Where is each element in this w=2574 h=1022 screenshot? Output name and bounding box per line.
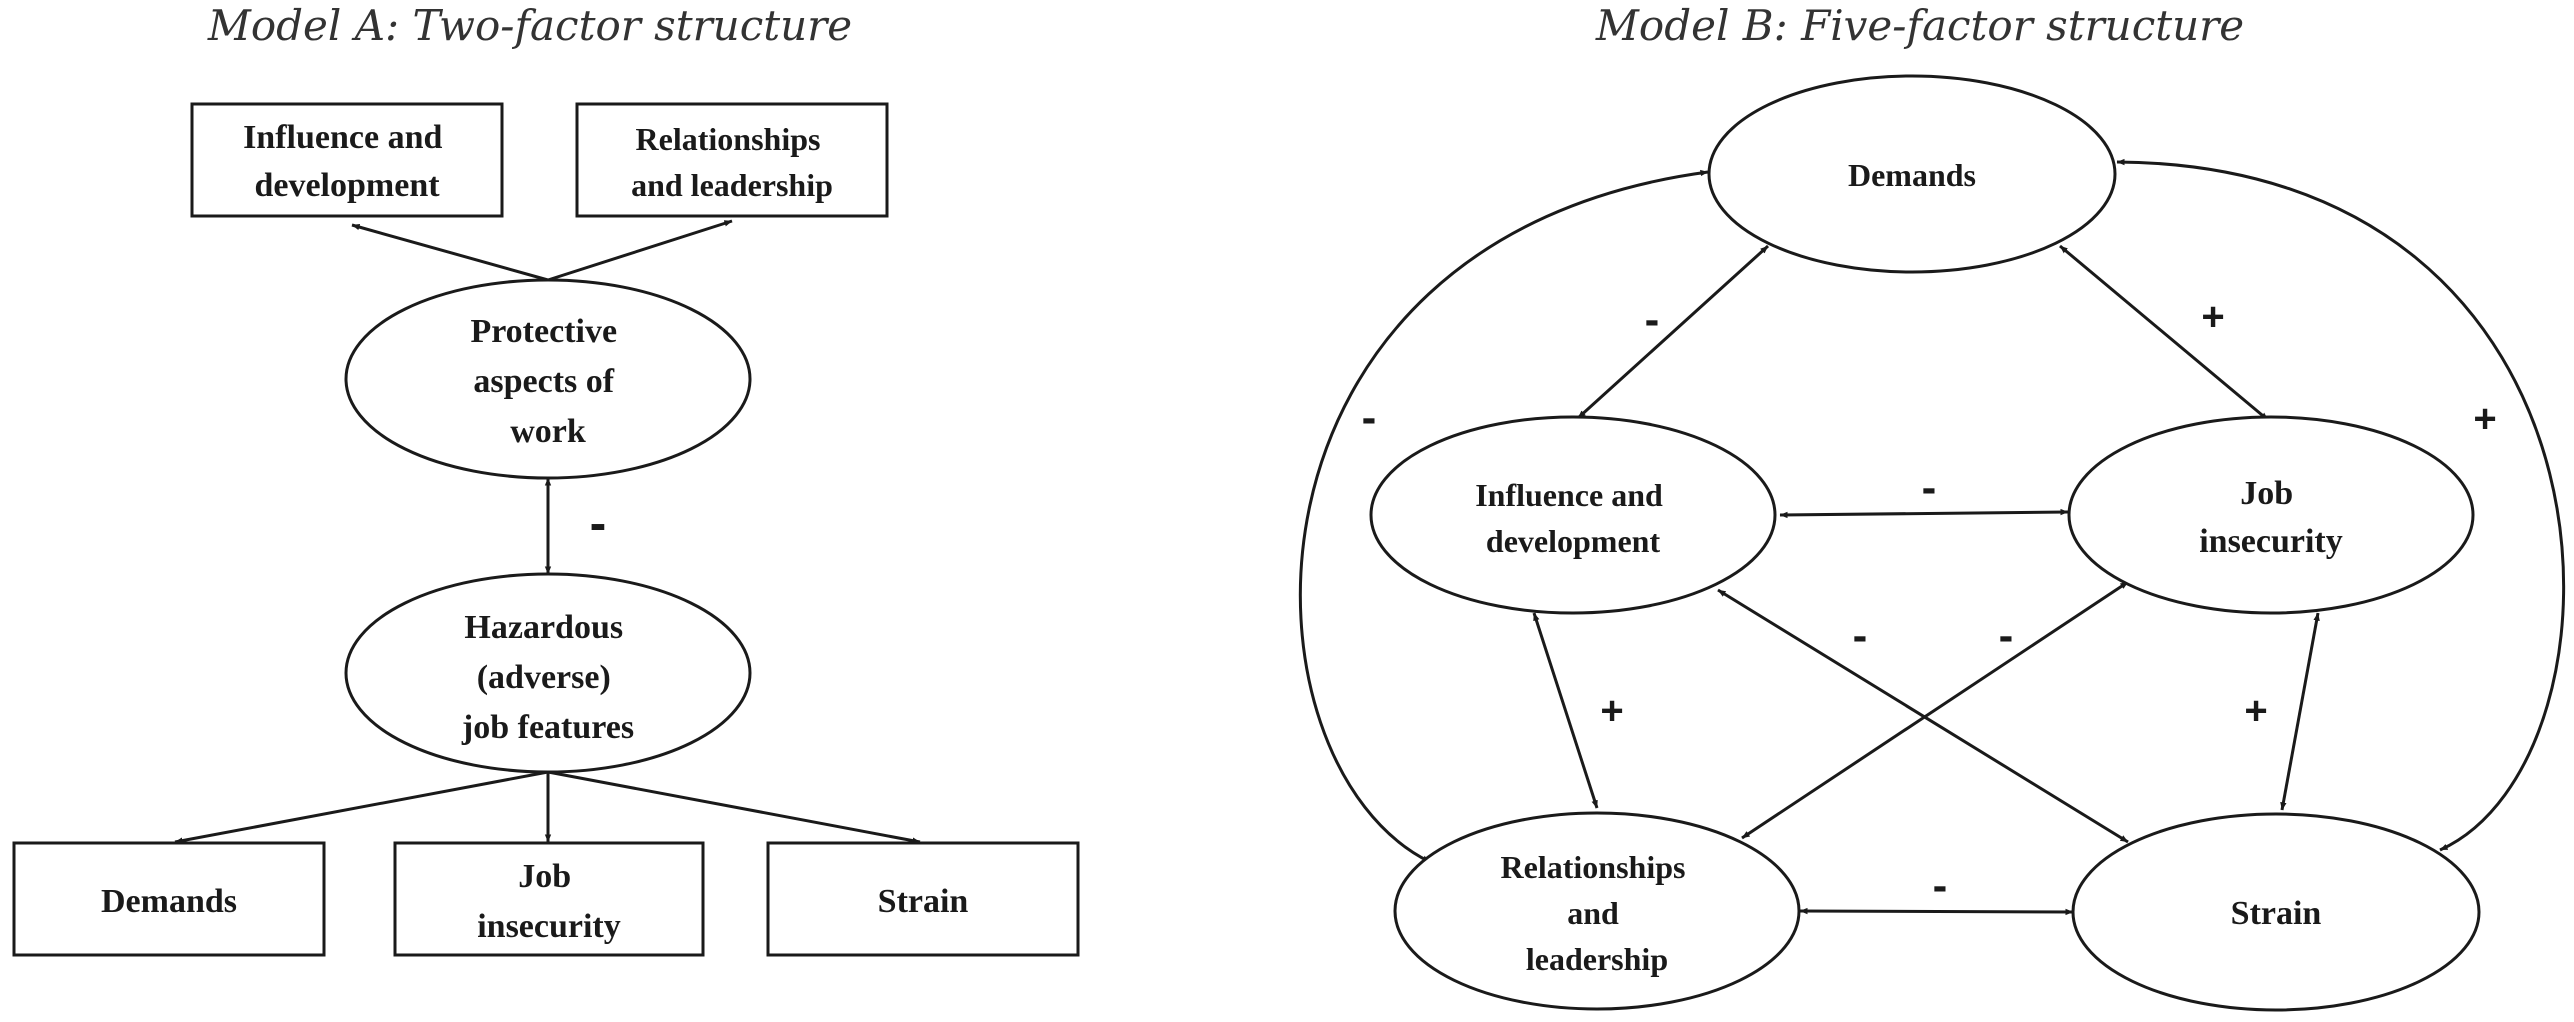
- arrow-hazardous-to-demands: [174, 770, 549, 844]
- model-a-node-strain: Strain: [766, 841, 1080, 957]
- arrow-demands-relationships-outer: [1298, 169, 1709, 864]
- model-b-node-strain: Strain: [2071, 812, 2481, 1012]
- node-label-line: job features: [461, 709, 634, 746]
- model-b-node-job-insecurity: Job insecurity: [2067, 415, 2475, 615]
- arrow-relationships-strain: [1799, 907, 2074, 916]
- arrow-protective-to-influence: [351, 223, 549, 282]
- svg-text:Hazardous (adverse): Hazardous (adverse) job features: [461, 609, 634, 746]
- model-b: Model B: Five-factor structure Demands I…: [1298, 1, 2566, 1012]
- node-label-line: and: [1567, 895, 1619, 931]
- model-b-title: Model B: Five-factor structure: [1595, 1, 2244, 50]
- node-label-line: development: [254, 167, 440, 204]
- sign-demands-influence: -: [1645, 295, 1660, 344]
- model-b-node-demands: Demands: [1707, 74, 2117, 274]
- model-a-node-relationships-leadership: Relationships and leadership: [575, 102, 889, 218]
- arrow-influence-strain: [1717, 588, 2129, 844]
- arrow-influence-job-insecurity: [1779, 508, 2069, 519]
- sign-demands-strain-outer: +: [2473, 397, 2496, 441]
- sign-demands-relationships-outer: -: [1362, 393, 1377, 442]
- model-b-node-relationships-leadership: Relationships and leadership: [1393, 811, 1801, 1011]
- svg-text:Protective aspects of: Protective aspects of work: [470, 313, 625, 450]
- node-label-line: insecurity: [477, 908, 621, 945]
- node-label-line: Relationships: [1501, 849, 1686, 885]
- svg-text:Influence and developm: Influence and development: [243, 119, 451, 204]
- arrow-job-insecurity-relationships: [1741, 580, 2129, 840]
- model-a-node-influence-development: Influence and development: [190, 102, 504, 218]
- node-label-line: (adverse): [477, 659, 611, 696]
- node-label-line: leadership: [1526, 941, 1668, 977]
- arrow-job-insecurity-strain: [2280, 612, 2320, 811]
- node-label-line: Hazardous: [464, 609, 623, 646]
- arrow-demands-job-insecurity: [2059, 244, 2269, 422]
- sign-influence-job-insecurity: -: [1922, 463, 1937, 512]
- arrow-protective-to-relationships: [547, 219, 733, 282]
- node-label-line: Influence and: [1475, 477, 1663, 513]
- sign-protective-hazardous: -: [590, 495, 607, 551]
- sign-job-insecurity-relationships: -: [1999, 611, 2014, 660]
- sign-relationships-strain: -: [1933, 861, 1948, 910]
- arrow-demands-influence: [1576, 244, 1770, 420]
- svg-text:Demands: Demands: [1848, 157, 1976, 193]
- node-label-line: Protective: [470, 313, 617, 350]
- model-a-title: Model A: Two-factor structure: [207, 1, 852, 50]
- svg-text:Job insecurity: Job insecurity: [2199, 475, 2343, 560]
- arrow-demands-strain-outer: [2116, 158, 2566, 852]
- sign-job-insecurity-strain: +: [2244, 689, 2267, 733]
- node-label-line: Job: [518, 858, 571, 895]
- svg-text:Influence and developm: Influence and development: [1475, 477, 1671, 559]
- svg-text:Demands: Demands: [101, 883, 237, 920]
- model-b-node-influence-development: Influence and development: [1369, 415, 1777, 615]
- svg-text:Relationships and lead: Relationships and leadership: [631, 121, 833, 203]
- svg-text:Strain: Strain: [2231, 895, 2322, 932]
- arrow-influence-relationships: [1532, 612, 1599, 809]
- node-label-line: Relationships: [636, 121, 821, 157]
- sign-influence-relationships: +: [1600, 689, 1623, 733]
- model-a-node-demands: Demands: [12, 841, 326, 957]
- sign-demands-job-insecurity: +: [2201, 295, 2224, 339]
- node-label-line: Influence and: [243, 119, 442, 156]
- node-label-line: insecurity: [2199, 523, 2343, 560]
- model-a: Model A: Two-factor structure Influence …: [12, 1, 1080, 957]
- model-a-node-protective-aspects: Protective aspects of work: [344, 278, 752, 480]
- arrow-hazardous-to-strain: [547, 770, 921, 844]
- node-label-line: and leadership: [631, 167, 833, 203]
- node-label-line: work: [510, 413, 586, 450]
- node-label-line: aspects of: [473, 363, 614, 400]
- node-label-line: Job: [2240, 475, 2293, 512]
- svg-text:Job insecurity: Job insecurity: [477, 858, 621, 945]
- svg-text:Strain: Strain: [878, 883, 969, 920]
- svg-text:Relationships and: Relationships and leadership: [1501, 849, 1694, 977]
- node-label-line: development: [1486, 523, 1661, 559]
- model-a-node-hazardous-features: Hazardous (adverse) job features: [344, 572, 752, 774]
- sign-influence-strain: -: [1853, 611, 1868, 660]
- model-a-node-job-insecurity: Job insecurity: [393, 841, 705, 957]
